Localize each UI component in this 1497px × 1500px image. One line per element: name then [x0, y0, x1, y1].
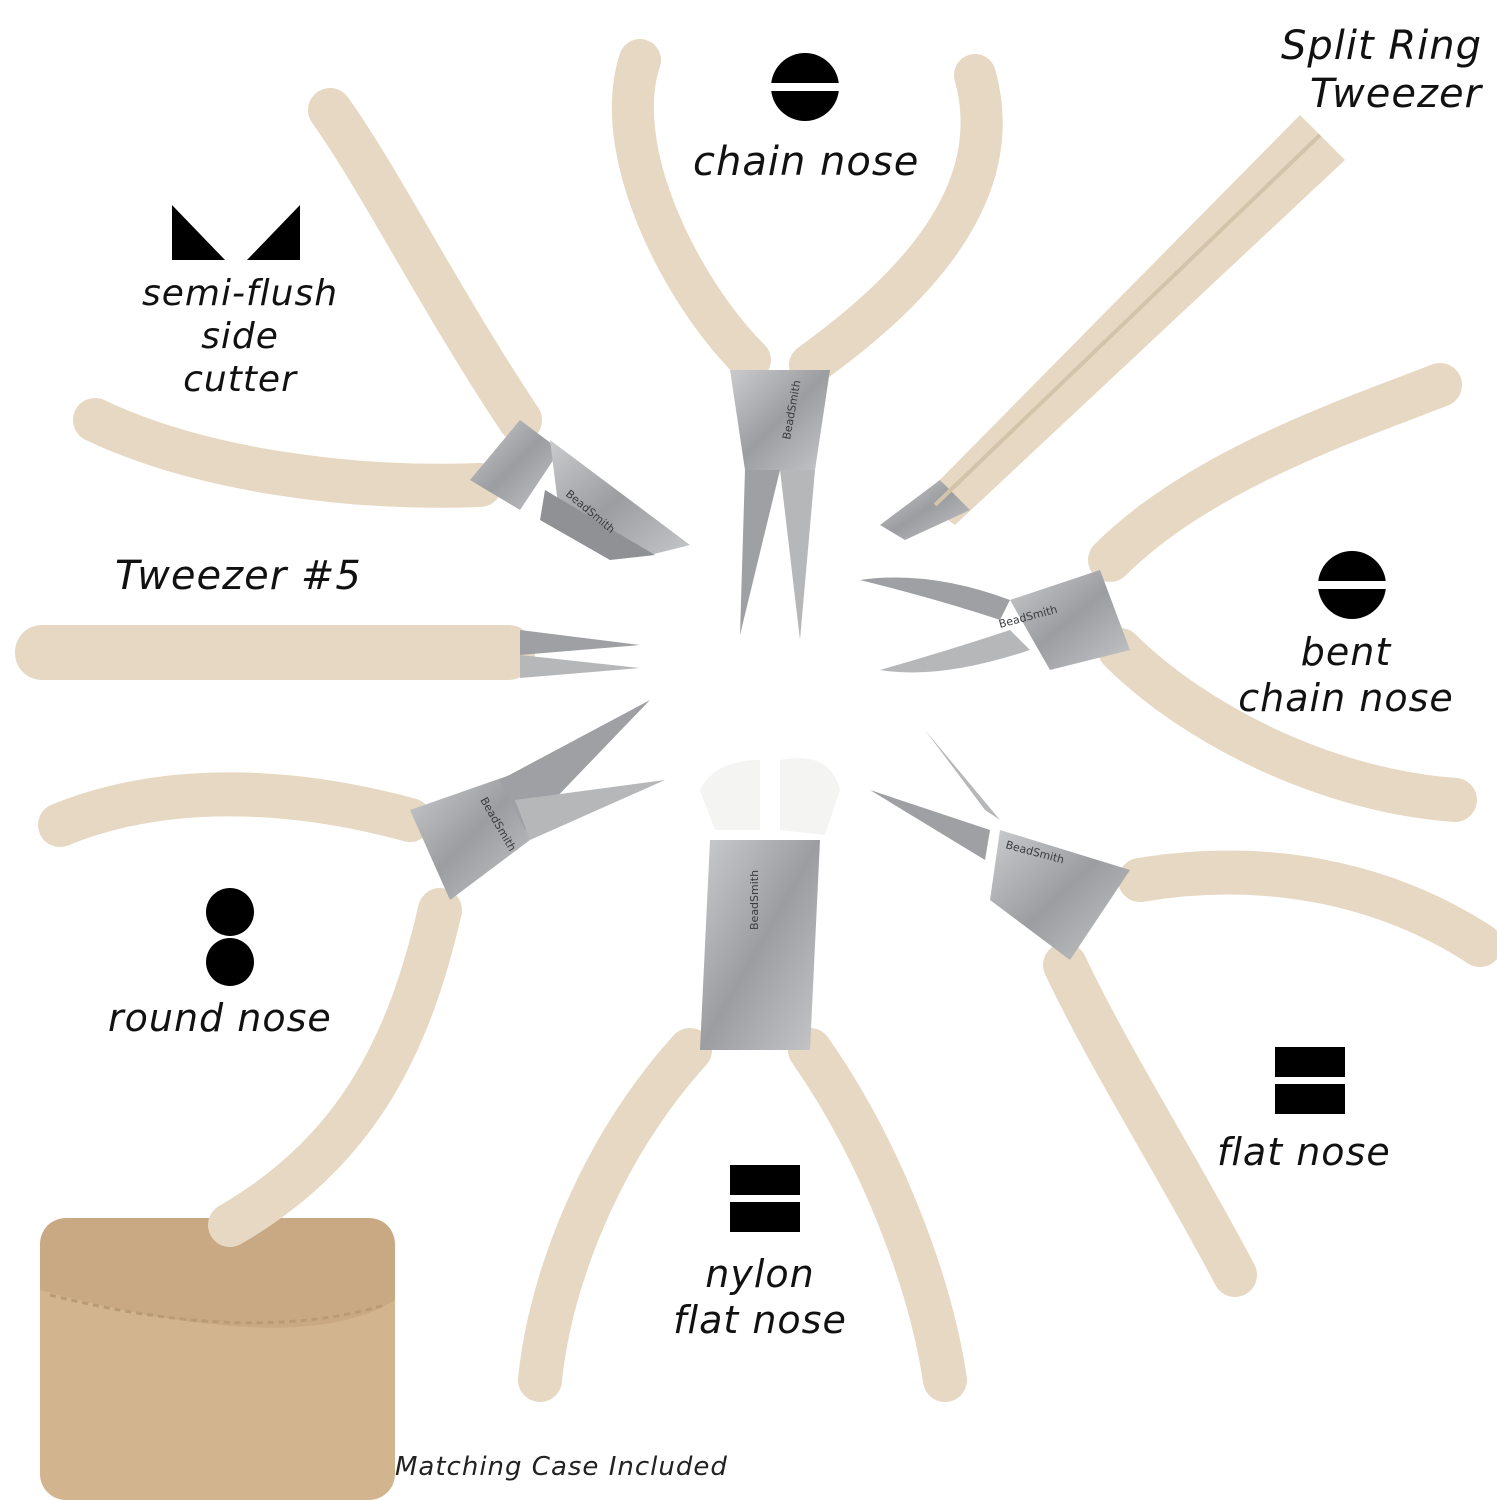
nylon-flat-nose-symbol-icon: [730, 1165, 800, 1232]
label-flat-nose: flat nose: [1217, 1130, 1391, 1174]
side-cutter: [73, 88, 690, 560]
round-nose-symbol-icon: [206, 888, 254, 986]
label-bent-chain-nose: bent chain nose: [1238, 630, 1454, 720]
flat-nose-symbol-icon: [1275, 1047, 1345, 1114]
label-split-ring-tweezer: Split Ring Tweezer: [1280, 23, 1482, 117]
round-nose-pliers: [38, 700, 665, 1247]
flat-nose-pliers: [870, 730, 1497, 1297]
bent-chain-nose-symbol-icon: [1315, 551, 1389, 619]
label-matching-case: Matching Case Included: [395, 1452, 728, 1482]
chain-nose-pliers: [611, 39, 1003, 640]
label-round-nose: round nose: [108, 996, 332, 1040]
label-nylon-flat-nose: nylon flat nose: [673, 1252, 847, 1342]
chain-nose-symbol-icon: [768, 53, 842, 121]
split-ring-tweezer: [880, 115, 1345, 540]
side-cutter-symbol-icon: [172, 205, 300, 260]
nylon-flat-nose-pliers: [518, 758, 967, 1402]
matching-case: [40, 1218, 395, 1500]
tweezer-5: [15, 625, 640, 680]
brand-engraving-nylon: BeadSmith: [748, 870, 761, 930]
label-semi-flush-side-cutter: semi-flush side cutter: [141, 273, 339, 401]
bent-chain-nose-pliers: [860, 363, 1477, 822]
label-tweezer-5: Tweezer #5: [115, 553, 362, 599]
label-chain-nose: chain nose: [693, 139, 920, 185]
